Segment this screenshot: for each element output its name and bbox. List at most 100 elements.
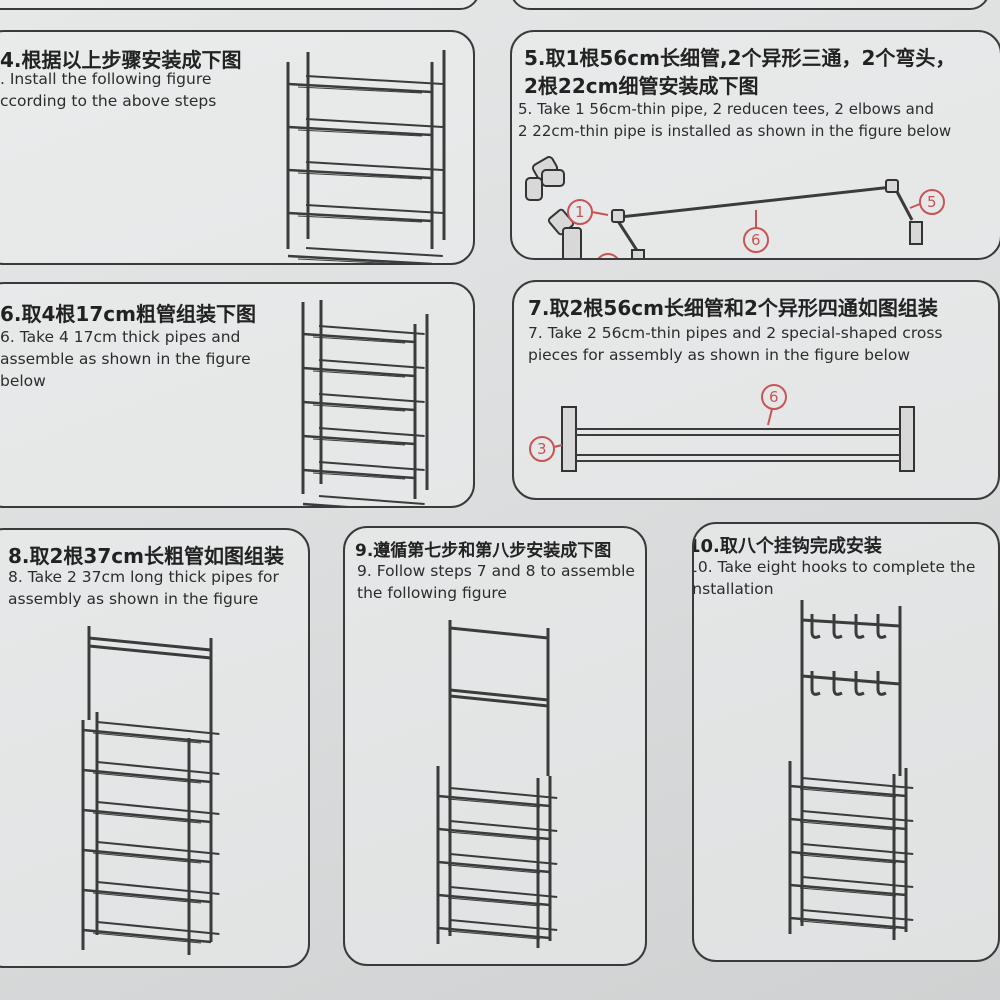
shelf-rail [789,784,907,798]
shelf-rail [302,400,416,412]
shelf-rail [297,129,423,137]
shelf-rail [82,928,212,944]
shelf-rail [801,909,914,921]
shelf-rail [92,732,202,744]
hook-icon [854,614,865,639]
shelf-rail [92,852,202,864]
shelf-rail [313,507,405,508]
shelf-rail [287,82,433,94]
shelf-rail [799,788,897,798]
shelf-rail [92,812,202,824]
shelf-rail [92,892,202,904]
step-9-title-zh: 9.遵循第七步和第八步安装成下图 [355,541,612,561]
step-4-description: . Install the following figure ccording … [0,70,217,110]
shelf-rail [447,798,541,808]
part-label-5: 5 [909,189,945,215]
hook-icon [876,671,887,696]
shelf-rail [305,118,443,128]
shelf-rail [96,881,220,895]
shelf-rail [437,794,551,808]
part-label-6: 6 [761,384,787,426]
shelf-rail [447,831,541,841]
shelf-rail [801,876,914,888]
shelf-rail [305,161,443,171]
shelf-rail [82,728,212,744]
shelf-rail [297,258,392,263]
step-6-title-zh: 6.取4根17cm粗管组装下图 [0,302,256,326]
svg-text:6: 6 [751,231,761,249]
step-5-figure: 1 2 5 6 [525,156,945,260]
step-9-panel: 9.遵循第七步和第八步安装成下图 9. Follow steps 7 and 8… [343,526,647,966]
shelf-rail [447,930,541,940]
shelf-rail [449,886,558,898]
shelf-rail [305,75,443,85]
shelf-rail [82,848,212,864]
shelf-rail [312,404,406,412]
shelf-rail [287,125,433,137]
shelf-rail [312,370,406,378]
shelf-rail [96,761,220,775]
part-label-2: 2 [597,253,619,260]
shelf-rail [437,926,551,940]
reducer-tee-part [525,156,565,201]
step-10-rack-figure [788,600,914,940]
step-4-rack-figure [286,50,446,263]
step-7-description: 7. Take 2 56cm-thin pipes and 2 special-… [528,324,943,364]
shelf-rail [447,864,541,874]
shelf-rail [297,86,423,94]
step-8-panel: 8.取2根37cm长粗管如图组装 8. Take 2 37cm long thi… [0,528,310,968]
shelf-rail [312,336,406,344]
step-7-panel: 7.取2根56cm长细管和2个异形四通如图组装 7. Take 2 56cm-t… [512,280,1000,500]
hook-icon [810,614,821,639]
top-left-panel-partial [0,0,480,10]
shelf-rail [92,772,202,784]
shelf-rail [449,787,558,799]
step-9-rack-figure [436,620,558,948]
step-7-title-zh: 7.取2根56cm长细管和2个异形四通如图组装 [528,296,938,320]
shelf-rail [801,843,914,855]
hook-icon [832,671,843,696]
shelf-rail [799,887,897,897]
svg-text:3: 3 [537,440,547,458]
step-4-title-zh: 4.根据以上步骤安装成下图 [0,48,242,72]
step-6-rack-figure [301,300,429,506]
shelf-rail [799,821,897,831]
step-8-rack-figure [81,626,220,955]
shelf-rail [449,853,558,865]
shelf-rail [96,721,220,735]
shelf-rail [312,472,406,480]
shelf-rail [437,893,551,907]
top-right-panel-partial [510,0,990,10]
shelf-rail [297,215,423,223]
part-label-6: 6 [743,210,769,253]
step-10-description: 10. Take eight hooks to complete the ins… [692,558,976,598]
step-10-panel: 10.取八个挂钩完成安装 10. Take eight hooks to com… [692,522,1000,962]
shelf-rail [318,495,425,505]
shelf-rail [437,827,551,841]
shelf-rail [82,808,212,824]
svg-text:2: 2 [603,257,613,260]
shelf-rail [449,820,558,832]
step-5-title-zh-line1: 5.取1根56cm长细管,2个异形三通，2个弯头， [524,46,956,70]
shelf-rail [287,211,433,223]
hook-icon [810,671,821,696]
shelf-rail [801,810,914,822]
shelf-rail [82,888,212,904]
shelf-rail [302,468,416,480]
step-7-figure: 3 6 [529,384,915,472]
shelf-rail [447,897,541,907]
shelf-rail [82,768,212,784]
shelf-rail [318,461,425,471]
step-4-panel: 4.根据以上步骤安装成下图 . Install the following fi… [0,30,475,265]
shelf-rail [312,438,406,446]
shelf-rail [799,854,897,864]
shelf-rail [789,850,907,864]
step-9-description: 9. Follow steps 7 and 8 to assemble the … [357,562,635,602]
shelf-rail [287,168,433,180]
shelf-rail [297,172,423,180]
shelf-rail [96,921,220,935]
shelf-rail [789,916,907,930]
shelf-rail [96,801,220,815]
svg-text:6: 6 [769,388,779,406]
hook-icon [876,614,887,639]
